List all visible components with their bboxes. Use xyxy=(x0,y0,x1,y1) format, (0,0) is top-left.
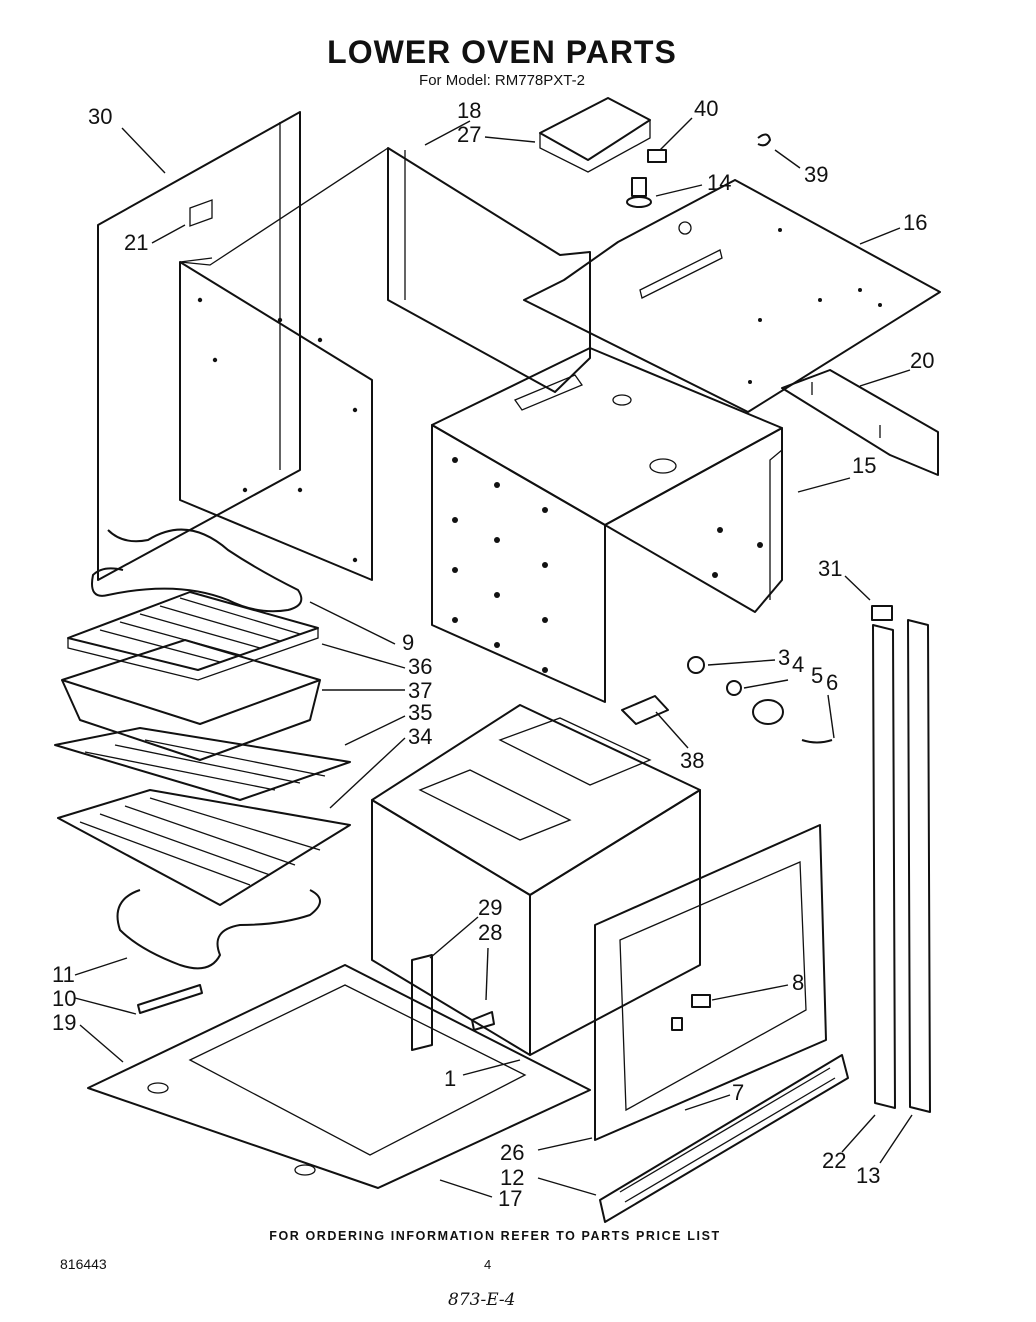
callout-1: 1 xyxy=(444,1066,456,1091)
door-stop xyxy=(671,1017,683,1031)
callout-11: 11 xyxy=(52,962,75,987)
callout-31: 31 xyxy=(818,556,842,581)
front-rail xyxy=(781,369,939,476)
callout-30: 30 xyxy=(88,104,112,129)
clip-part xyxy=(647,149,667,163)
lamp-socket xyxy=(691,994,711,1008)
handwritten-note: 873-E-4 xyxy=(448,1290,516,1310)
callout-15: 15 xyxy=(852,453,876,478)
oven-rack-lower xyxy=(57,789,351,906)
side-panel xyxy=(179,147,591,393)
callout-14: 14 xyxy=(707,170,731,195)
hinge-receptacle xyxy=(411,954,433,1051)
callout-21: 21 xyxy=(124,230,148,255)
callout-18: 18 xyxy=(457,98,481,123)
callout-13: 13 xyxy=(856,1163,880,1188)
callout-12: 12 xyxy=(500,1165,524,1190)
leader-lines xyxy=(74,117,913,1198)
callout-22: 22 xyxy=(822,1148,846,1173)
callout-27: 27 xyxy=(457,122,481,147)
ordering-note: FOR ORDERING INFORMATION REFER TO PARTS … xyxy=(269,1229,721,1243)
door-frame xyxy=(594,824,827,1141)
left-side-panel xyxy=(179,257,373,581)
callout-36: 36 xyxy=(408,654,432,679)
callout-40: 40 xyxy=(694,96,718,121)
callout-6: 6 xyxy=(826,670,838,695)
callout-3: 3 xyxy=(778,645,790,670)
callout-9: 9 xyxy=(402,630,414,655)
broiler-pan xyxy=(61,639,321,761)
oven-rack-upper xyxy=(54,727,351,801)
oven-liner xyxy=(371,704,701,1056)
callout-38: 38 xyxy=(680,748,704,773)
callout-20: 20 xyxy=(910,348,934,373)
temperature-sensor xyxy=(626,177,652,208)
page-number: 4 xyxy=(484,1257,492,1272)
callout-19: 19 xyxy=(52,1010,76,1035)
model-subtitle: For Model: RM778PXT-2 xyxy=(419,72,585,89)
callout-39: 39 xyxy=(804,162,828,187)
hinge-clip xyxy=(471,1011,495,1031)
callout-26: 26 xyxy=(500,1140,524,1165)
element-bracket xyxy=(137,984,203,1014)
callout-37: 37 xyxy=(408,678,432,703)
callout-labels: 30 18 27 40 14 39 16 21 20 15 31 9 36 37… xyxy=(52,96,934,1211)
light-switch xyxy=(621,695,669,725)
callout-28: 28 xyxy=(478,920,502,945)
callout-29: 29 xyxy=(478,895,502,920)
bake-element xyxy=(116,889,321,970)
oven-wrapper xyxy=(431,347,783,703)
callout-7: 7 xyxy=(732,1080,744,1105)
rear-panel xyxy=(97,111,301,581)
top-bracket xyxy=(539,97,651,173)
light-assembly xyxy=(687,656,833,744)
vent-trim xyxy=(599,1054,849,1223)
spring-part xyxy=(757,133,771,147)
callout-34: 34 xyxy=(408,724,432,749)
oven-bottom xyxy=(87,964,591,1189)
document-code: 816443 xyxy=(60,1256,107,1272)
broil-element xyxy=(91,528,303,613)
callout-4: 4 xyxy=(792,652,804,677)
side-trim-left xyxy=(872,624,896,1109)
clip-top xyxy=(871,605,893,621)
callout-8: 8 xyxy=(792,970,804,995)
callout-5: 5 xyxy=(811,663,823,688)
page-title: LOWER OVEN PARTS xyxy=(327,34,677,70)
callout-17: 17 xyxy=(498,1186,522,1211)
callout-10: 10 xyxy=(52,986,76,1011)
side-trim-right xyxy=(907,619,931,1113)
callout-35: 35 xyxy=(408,700,432,725)
top-cover xyxy=(523,179,941,413)
callout-16: 16 xyxy=(903,210,927,235)
